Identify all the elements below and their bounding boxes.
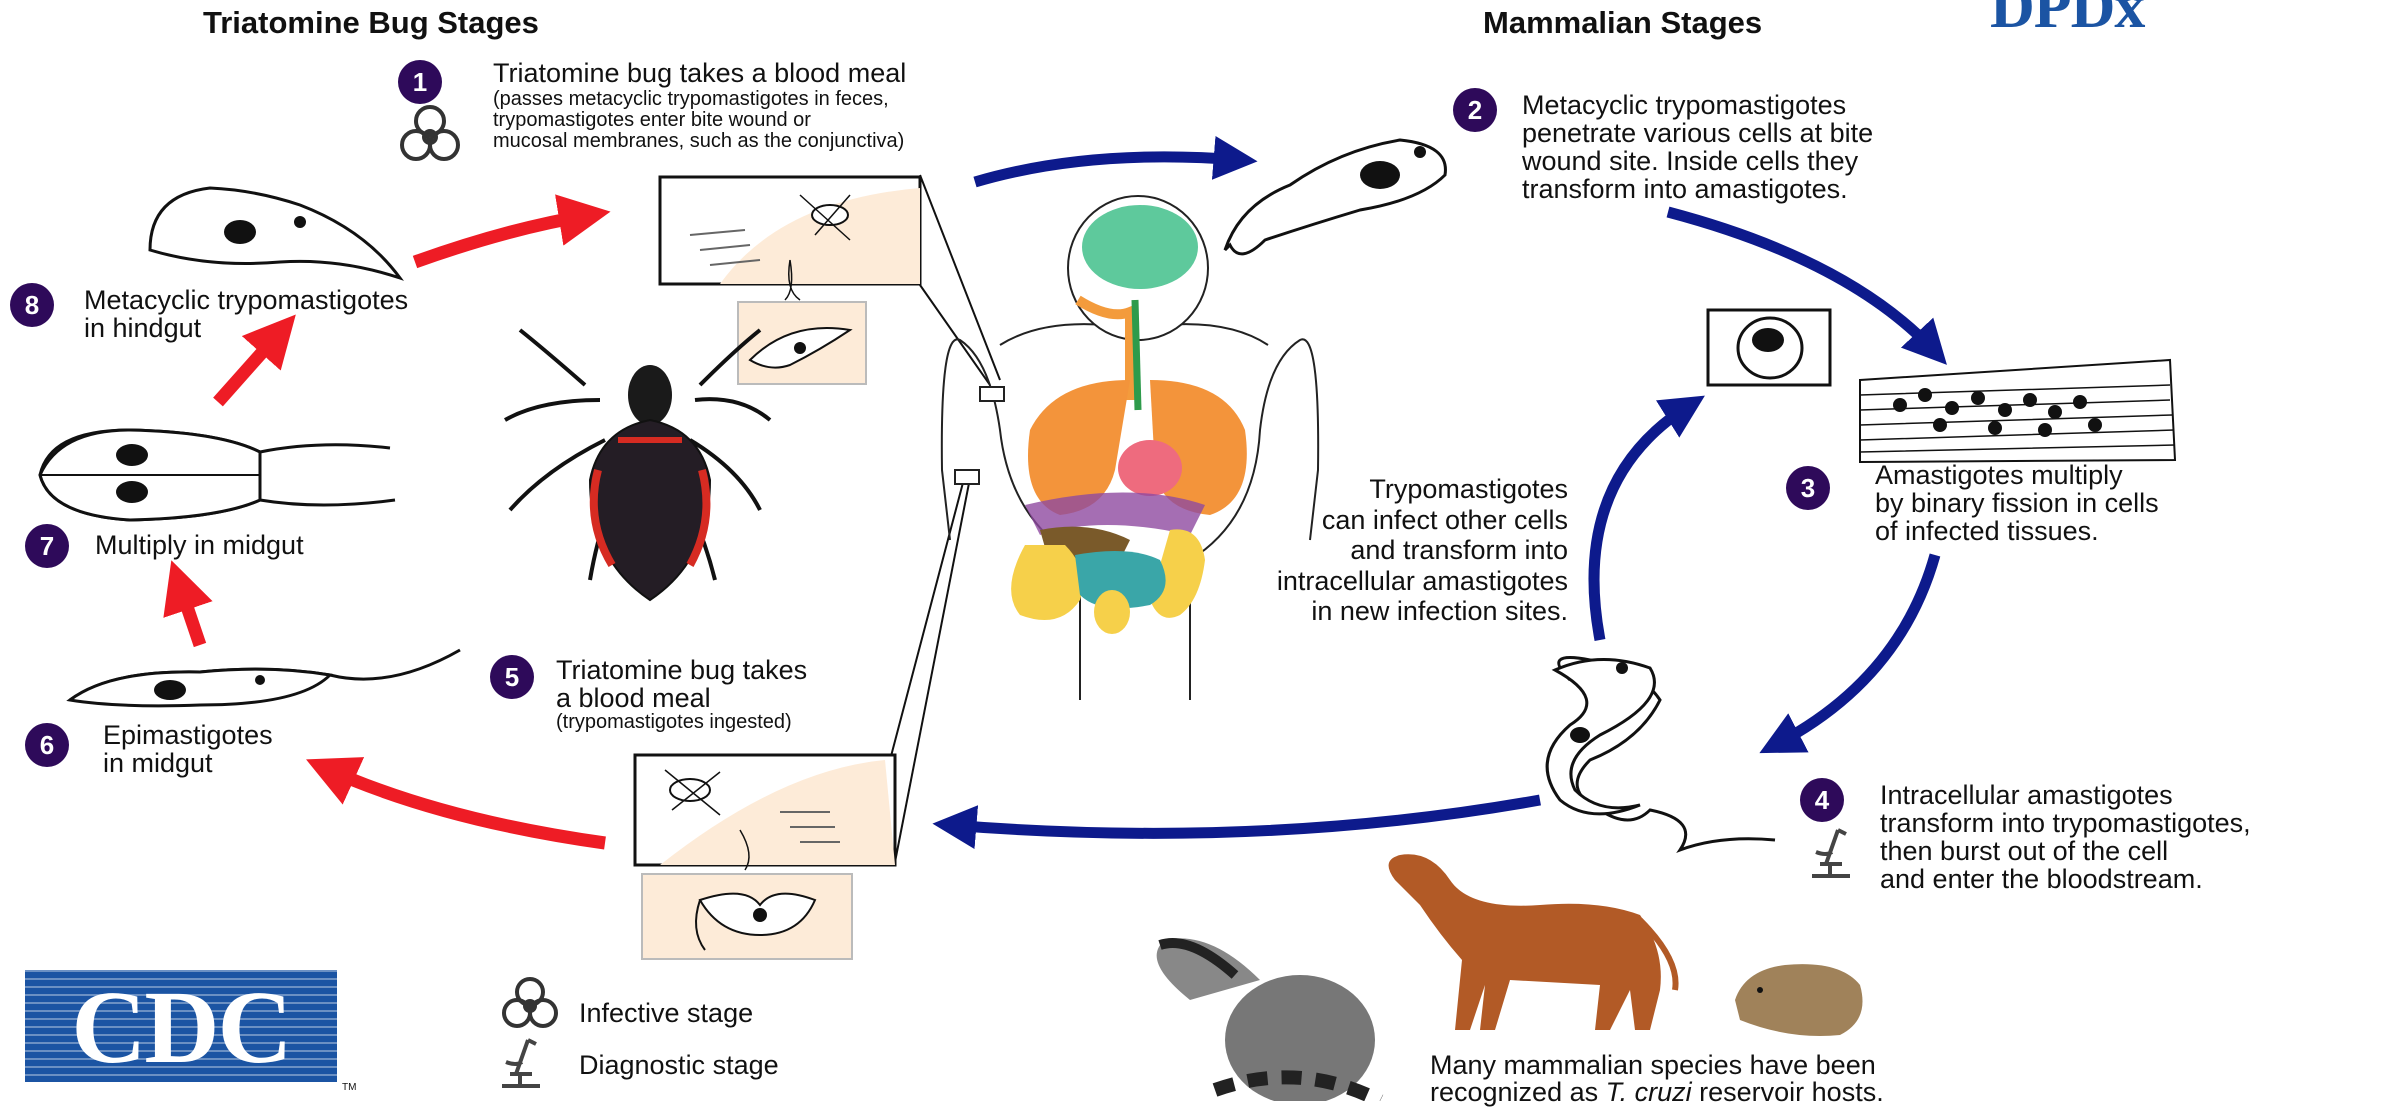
stage-5-detail: (trypomastigotes ingested) (556, 710, 792, 734)
stage-4-line: transform into trypomastigotes, (1880, 808, 2251, 839)
stage-2-line: transform into amastigotes. (1522, 174, 1848, 205)
arrow-7-to-8 (218, 330, 282, 402)
opossum-illustration (1735, 964, 1863, 1036)
center-note-line: in new infection sites. (1180, 596, 1568, 627)
biohazard-icon (402, 107, 458, 159)
metacyclic-trypomastigote-stage-2 (1225, 140, 1445, 254)
center-note-line: Trypomastigotes (1180, 474, 1568, 505)
stage-badge-7: 7 (25, 524, 69, 568)
stage-badge-5: 5 (490, 655, 534, 699)
reservoir-suffix: reservoir hosts. (1692, 1077, 1884, 1107)
stage-6-line: in midgut (103, 748, 213, 779)
arrow-6-to-7 (178, 580, 200, 645)
stage-4-line: and enter the bloodstream. (1880, 864, 2203, 895)
mammalian-stages-heading: Mammalian Stages (1483, 6, 1762, 41)
stage-3-line: by binary fission in cells (1875, 488, 2159, 519)
triatomine-stages-heading: Triatomine Bug Stages (203, 6, 539, 41)
stage-1-detail-line: mucosal membranes, such as the conjuncti… (493, 129, 904, 153)
cdc-logo: CDC (25, 970, 337, 1082)
stage-badge-3: 3 (1786, 466, 1830, 510)
stage-6-line: Epimastigotes (103, 720, 273, 751)
stage-3-line: of infected tissues. (1875, 516, 2099, 547)
arrow-4-to-5 (950, 800, 1540, 833)
cdc-logo-text: CDC (25, 976, 337, 1080)
arrow-5-to-6 (325, 768, 605, 843)
stage-5-title-line: Triatomine bug takes (556, 655, 807, 686)
stage-8-line: in hindgut (84, 313, 201, 344)
stage-badge-8: 8 (10, 283, 54, 327)
bite-inset-stage-1 (660, 177, 920, 300)
trademark-mark: TM (342, 1082, 356, 1093)
infected-tissue-stage-3 (1860, 360, 2175, 462)
stage-2-line: penetrate various cells at bite (1522, 118, 1873, 149)
stage-2-line: Metacyclic trypomastigotes (1522, 90, 1846, 121)
dividing-epimastigotes-stage-7 (40, 430, 395, 520)
center-note-line: and transform into (1180, 535, 1568, 566)
center-note-line: can infect other cells (1180, 505, 1568, 536)
stage-1-title: Triatomine bug takes a blood meal (493, 58, 906, 89)
stage-badge-2: 2 (1453, 88, 1497, 132)
stage-badge-4: 4 (1800, 778, 1844, 822)
legend-diagnostic-stage: Diagnostic stage (579, 1050, 779, 1081)
legend-infective-stage: Infective stage (579, 998, 753, 1029)
center-note-line: intracellular amastigotes (1180, 566, 1568, 597)
stage-2-line: wound site. Inside cells they (1522, 146, 1858, 177)
trypo-inset-stage-5 (642, 874, 852, 959)
center-note: Trypomastigotes can infect other cells a… (1180, 474, 1568, 627)
stage-3-line: Amastigotes multiply (1875, 460, 2123, 491)
bite-inset-stage-5 (635, 755, 895, 870)
reservoir-note-line-1: Many mammalian species have been (1430, 1050, 1876, 1081)
stage-4-line: Intracellular amastigotes (1880, 780, 2173, 811)
stage-badge-6: 6 (25, 723, 69, 767)
stage-4-line: then burst out of the cell (1880, 836, 2168, 867)
epimastigote-stage-6 (70, 650, 460, 706)
arrow-1-to-2 (975, 157, 1240, 182)
legend-biohazard-icon (504, 979, 556, 1026)
species-name: T. cruzi (1606, 1077, 1692, 1107)
dpdx-logo: DPDx (1990, 0, 2144, 43)
metacyclic-trypomastigote-stage-8 (150, 188, 400, 278)
microscope-icon (1812, 830, 1850, 876)
arrow-8-to-1 (415, 215, 590, 262)
legend-microscope-icon (502, 1040, 540, 1086)
raccoon-illustration (1157, 938, 1380, 1101)
reservoir-prefix: recognized as (1430, 1077, 1606, 1107)
arrow-3-to-4 (1775, 555, 1935, 745)
arrow-4-to-amastigote (1594, 405, 1690, 640)
dog-illustration (1389, 854, 1676, 1030)
stage-badge-1: 1 (398, 60, 442, 104)
stage-7-line: Multiply in midgut (95, 530, 304, 561)
amastigote-cell-box (1708, 310, 1830, 385)
bloodstream-trypomastigote-stage-4 (1547, 658, 1775, 851)
stage-5-title-line: a blood meal (556, 683, 711, 714)
stage-8-line: Metacyclic trypomastigotes (84, 285, 408, 316)
trypo-inset-stage-1 (738, 302, 866, 384)
reservoir-note-line-2: recognized as T. cruzi reservoir hosts. (1430, 1077, 1884, 1108)
triatomine-bug-illustration (505, 330, 770, 600)
